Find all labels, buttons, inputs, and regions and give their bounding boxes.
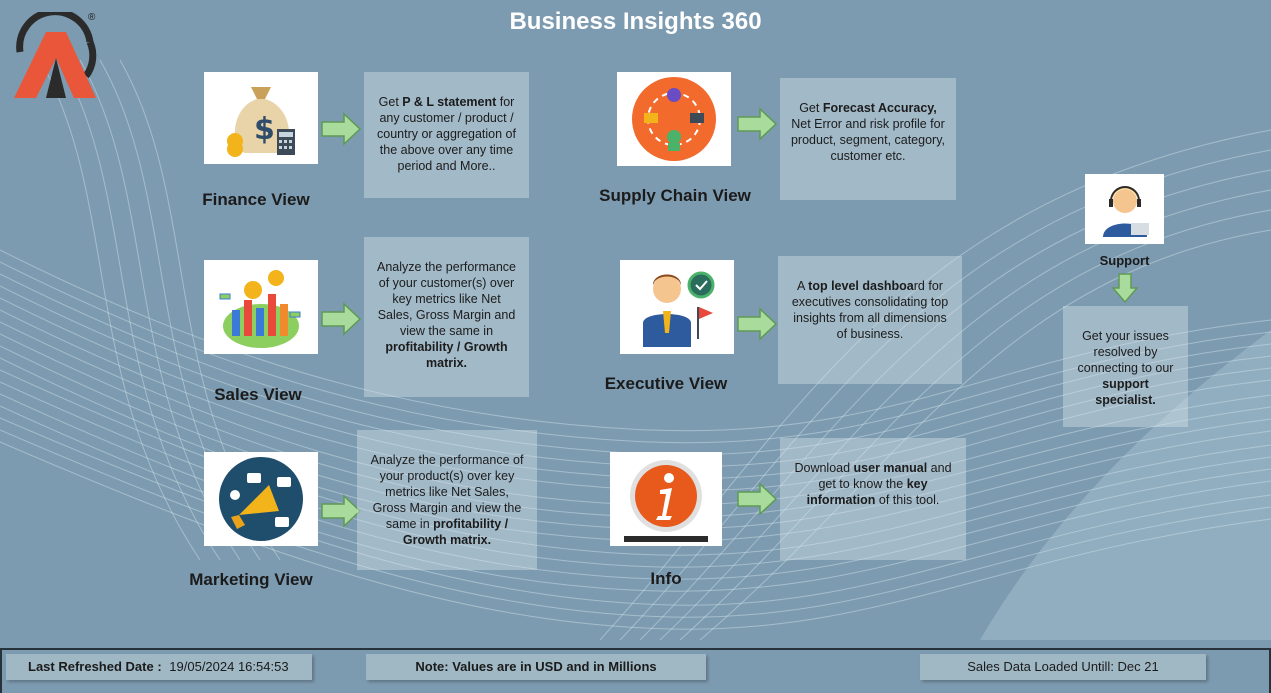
executive-description: A top level dashboard for executives con… [778,256,962,384]
finance-arrow-icon [321,112,362,146]
sales-chart-icon [219,270,301,348]
supply-chain-view-label: Supply Chain View [599,186,751,205]
support-description: Get your issues resolved by connecting t… [1063,306,1188,427]
last-refreshed-label: Last Refreshed Date : [28,659,162,674]
info-arrow-icon [737,482,778,516]
data-loaded-box: Sales Data Loaded Untill: Dec 21 [920,654,1206,680]
finance-view-button[interactable]: $ [204,72,318,164]
finance-view-label: Finance View [202,190,310,209]
sales-view-button[interactable] [204,260,318,354]
footer-border-right [1269,650,1271,693]
info-icon [624,460,708,542]
support-agent-icon [1102,186,1149,237]
executive-view-label: Executive View [604,374,728,393]
last-refreshed-value: 19/05/2024 16:54:53 [169,659,289,674]
info-description: Download user manual and get to know the… [780,438,966,560]
executive-view-button[interactable] [620,260,734,354]
sales-description: Analyze the performance of your customer… [364,237,529,397]
sales-arrow-icon [321,302,362,336]
marketing-view-button[interactable] [204,452,318,546]
company-logo: ® [10,8,102,102]
money-bag-icon: $ [227,87,295,157]
supply-chain-icon [632,77,716,161]
support-label: Support [1099,253,1150,268]
currency-note-box: Note: Values are in USD and in Millions [366,654,706,680]
data-loaded-text: Sales Data Loaded Untill: Dec 21 [967,659,1159,674]
sales-view-label: Sales View [214,385,302,404]
info-button[interactable] [610,452,722,546]
supply-chain-arrow-icon [737,107,778,141]
supply-chain-view-button[interactable] [617,72,731,166]
footer-border-left [0,650,2,693]
page-title: Business Insights 360 [509,8,762,35]
last-refreshed-box: Last Refreshed Date : 19/05/2024 16:54:5… [6,654,312,680]
svg-text:$: $ [254,112,275,147]
megaphone-icon [219,457,303,541]
currency-note: Note: Values are in USD and in Millions [415,659,657,674]
registered-mark: ® [88,12,96,23]
marketing-view-label: Marketing View [189,570,313,589]
executive-arrow-icon [737,307,778,341]
support-button[interactable] [1085,174,1164,244]
finance-description: Get P & L statement for any customer / p… [364,72,529,198]
marketing-description: Analyze the performance of your product(… [357,430,537,570]
info-label: Info [650,569,682,588]
executive-icon [643,271,715,347]
support-down-arrow-icon [1111,273,1139,304]
supply-chain-description: Get Forecast Accuracy, Net Error and ris… [780,78,956,200]
footer-bar: Last Refreshed Date : 19/05/2024 16:54:5… [0,648,1271,693]
logo-icon [14,8,97,98]
marketing-arrow-icon [321,494,362,528]
